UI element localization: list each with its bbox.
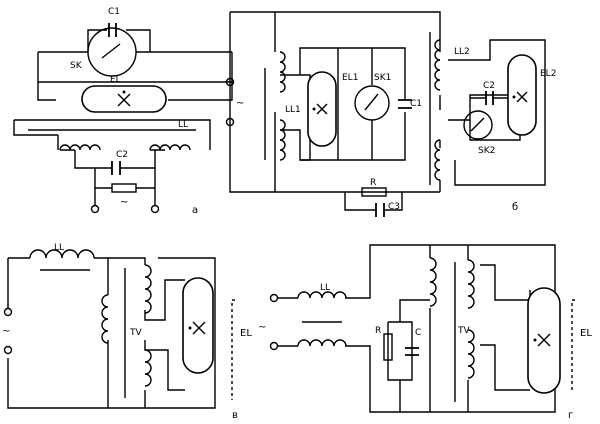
panel-b-capacitor-c3	[375, 203, 385, 217]
panel-b-capacitor-c1	[398, 99, 412, 109]
panel-g-label-c: C	[415, 328, 421, 338]
panel-b-label-el2: EL2	[540, 69, 556, 79]
panel-a-resistor	[111, 183, 137, 193]
panel-a-wiring	[13, 29, 233, 205]
panel-g-terminal-top	[269, 293, 279, 303]
panel-a-label-c1: C1	[108, 7, 120, 17]
panel-v-transformer-tv	[101, 264, 152, 398]
panel-g-transformer-rc-circuit: LL R C TV EL ~ г	[258, 244, 592, 421]
panel-b-label-ll1: LL1	[285, 105, 301, 115]
panel-a-label-sk: SK	[70, 61, 83, 71]
panel-b-ballast-ll2	[429, 32, 441, 185]
panel-v-terminal-bottom	[3, 345, 13, 355]
panel-b-starter-sk1	[354, 85, 390, 121]
panel-g-label-el: EL	[580, 328, 592, 339]
panel-a-label-ll: LL	[178, 120, 188, 130]
panel-a-fluorescent-lamp-circuit: C1 SK EL LL C2 ~ a	[13, 7, 233, 216]
panel-b-label-r: R	[370, 178, 376, 188]
panel-b-lamp-el1	[307, 71, 337, 147]
panel-b-terminal-bottom	[225, 117, 235, 127]
panel-v-wiring	[7, 257, 235, 409]
panel-b-label-el1: EL1	[342, 73, 358, 83]
panel-a-capacitor-c1	[108, 23, 117, 37]
panel-a-label-el: EL	[110, 75, 121, 85]
panel-b-label-c3: C3	[388, 202, 400, 212]
panel-g-label-ac: ~	[258, 322, 266, 333]
panel-a-capacitor-c2	[111, 161, 121, 175]
panel-a-lamp-el	[81, 85, 167, 113]
panel-b-terminal-top	[225, 77, 235, 87]
panel-g-letter: г	[568, 410, 573, 421]
panel-a-letter: a	[192, 205, 198, 216]
panel-g-resistor-r	[383, 333, 393, 361]
panel-g-lamp-el	[527, 287, 561, 394]
panel-b-starter-sk2	[463, 110, 493, 140]
panel-a-terminal-right	[150, 204, 160, 214]
panel-b-lamp-el2	[507, 54, 537, 136]
panel-v-letter: в	[232, 410, 238, 421]
panel-a-starter-sk	[87, 27, 137, 77]
panel-b-label-sk2: SK2	[478, 146, 495, 156]
panel-b-ballast-ll1	[264, 51, 286, 161]
panel-v-ballast-ll	[29, 249, 95, 271]
panel-b-label-sk1: SK1	[374, 73, 391, 83]
panel-v-lamp-el	[182, 277, 214, 374]
panel-v-label-tv: TV	[129, 328, 142, 338]
panel-a-label-ac: ~	[120, 197, 128, 208]
panel-a-terminal-left	[90, 204, 100, 214]
panel-g-label-ll: LL	[320, 283, 330, 293]
panel-v-transformer-circuit: LL TV EL ~ в	[2, 243, 252, 421]
panel-g-ballast-ll	[297, 291, 347, 347]
panel-v-terminal-top	[3, 307, 13, 317]
panel-v-label-ac: ~	[2, 326, 10, 337]
panel-v-label-ll: LL	[54, 243, 64, 253]
panel-a-ballast-ll	[28, 129, 196, 151]
panel-b-capacitor-c2	[485, 91, 494, 105]
panel-g-label-tv: TV	[457, 326, 470, 336]
panel-b-letter: б	[512, 202, 518, 213]
panel-b-label-c1: C1	[410, 99, 422, 109]
panel-v-label-el: EL	[240, 328, 252, 339]
panel-g-terminal-bottom	[269, 341, 279, 351]
panel-b-two-lamp-circuit: LL2 EL1 SK1 C1 LL1 C2 EL2 SK2 R C3 ~ б	[225, 11, 556, 217]
panel-b-resistor-r	[361, 187, 387, 197]
panel-b-label-c2: C2	[483, 81, 495, 91]
panel-g-label-r: R	[375, 326, 381, 336]
panel-b-label-ll2: LL2	[454, 47, 470, 57]
panel-b-label-ac: ~	[236, 98, 244, 109]
panel-a-label-c2: C2	[116, 150, 128, 160]
panel-g-transformer-tv	[429, 257, 475, 402]
panel-g-capacitor-c	[405, 347, 419, 356]
